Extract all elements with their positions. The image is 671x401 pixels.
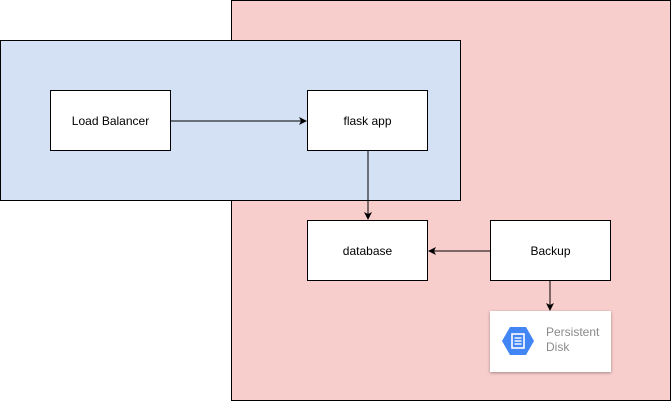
flask-app-label: flask app <box>343 113 392 128</box>
load-balancer-label: Load Balancer <box>71 113 150 128</box>
persistent-disk-label: Persistent Disk <box>546 325 610 355</box>
database-node[interactable]: database <box>307 220 428 281</box>
flask-app-node[interactable]: flask app <box>307 90 428 151</box>
persistent-disk-label-line2: Disk <box>546 340 570 354</box>
backup-node[interactable]: Backup <box>490 220 611 281</box>
load-balancer-node[interactable]: Load Balancer <box>50 90 171 151</box>
backup-label: Backup <box>530 243 571 258</box>
persistent-disk-icon <box>502 327 534 355</box>
persistent-disk-label-line1: Persistent <box>546 325 600 339</box>
persistent-disk-card[interactable]: Persistent Disk <box>490 311 611 372</box>
database-label: database <box>342 243 393 258</box>
